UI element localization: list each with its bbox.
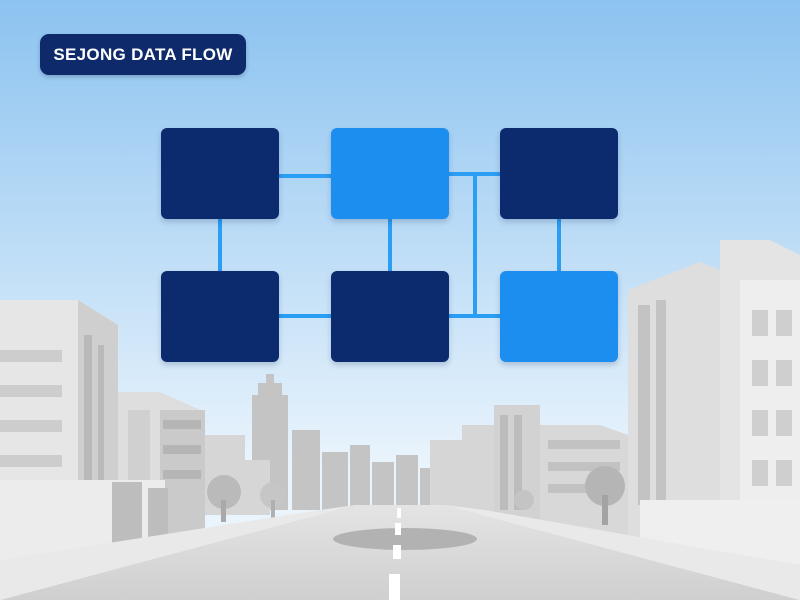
trees-left [207,475,286,522]
diagram-node-bottom-middle [331,271,449,362]
mid-buildings-right [430,425,494,515]
sidewalk-right [445,505,800,600]
distant-skyline [252,374,438,510]
road-center-marking [389,508,401,600]
diagram-node-top-right [500,128,618,219]
buildings-right [494,240,800,570]
diagram-node-top-left [161,128,279,219]
title-badge: SEJONG DATA FLOW [40,34,246,75]
diagram-node-top-middle [331,128,449,219]
diagram-node-bottom-right [500,271,618,362]
road-shadow [333,528,477,550]
diagram-node-bottom-left [161,271,279,362]
sidewalk-left [0,505,355,600]
buildings-left [0,300,205,570]
diagram-connectors [218,172,561,318]
trees-right [514,466,625,525]
